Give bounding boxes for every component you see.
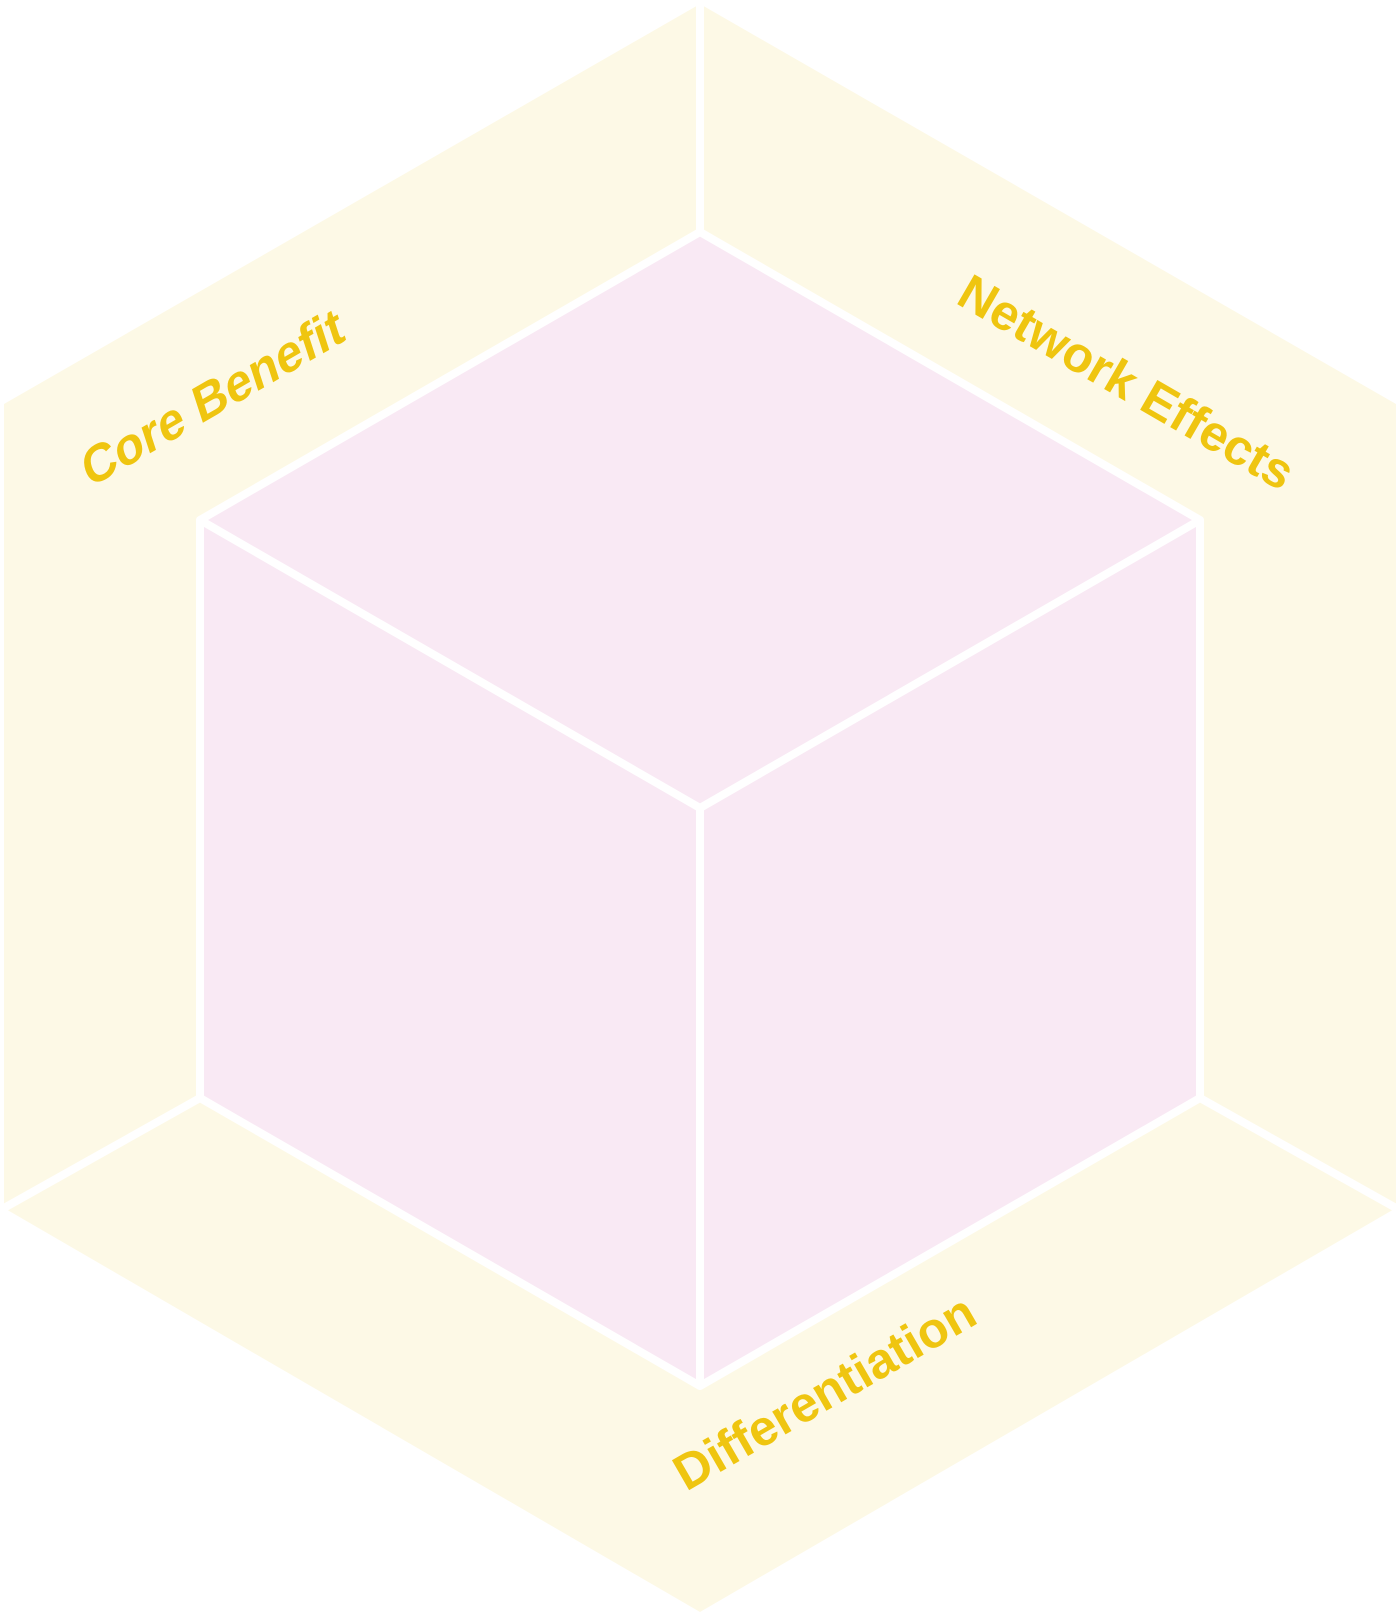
connector-bottom-left <box>0 1094 204 1212</box>
cube-inner-edge-right <box>698 516 1202 812</box>
cube-inner-edge-left <box>198 516 702 812</box>
connector-bottom-right <box>1196 1094 1400 1212</box>
connector-lines <box>0 0 1400 1212</box>
cube-edges <box>196 228 1204 1390</box>
